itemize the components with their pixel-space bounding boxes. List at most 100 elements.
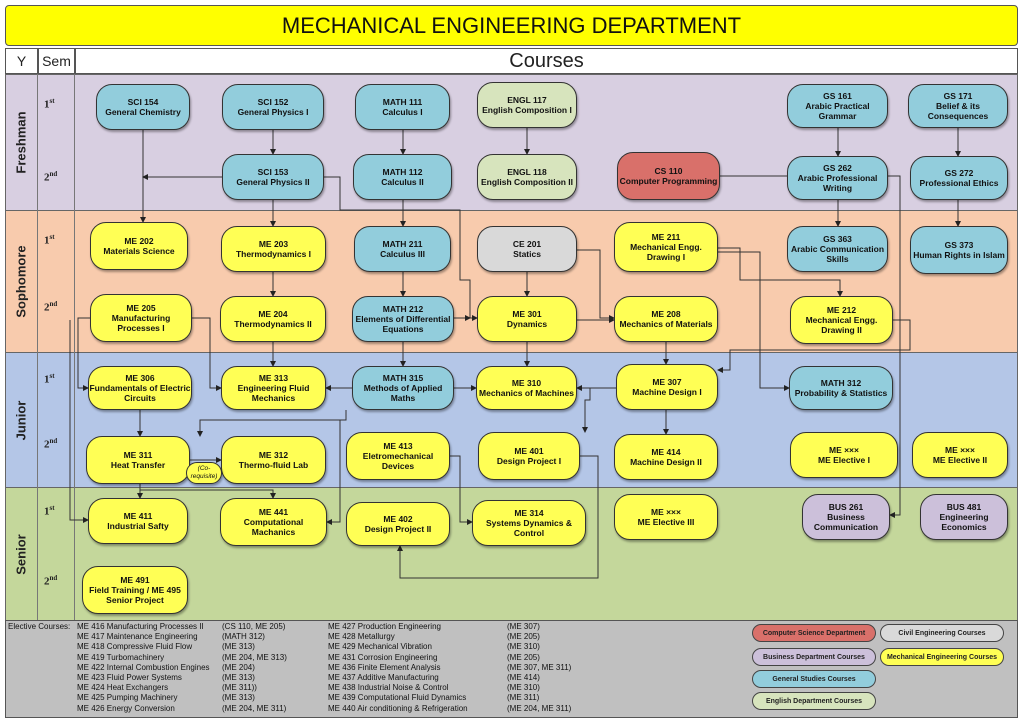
course-code: GS 161 <box>823 90 852 101</box>
elective-course: ME 416 Manufacturing Processes II <box>77 622 204 631</box>
semester-suffix: nd <box>49 574 58 582</box>
elective-prerequisite: (ME 414) <box>507 673 540 682</box>
course-code: ME ××× <box>944 444 975 455</box>
course-code: ME ××× <box>828 444 859 455</box>
course-code: GS 363 <box>823 233 852 244</box>
elective-course: ME 428 Metallurgy <box>328 632 395 642</box>
course-code: SCI 154 <box>127 96 159 107</box>
course-code: ME 314 <box>514 507 544 518</box>
arrow <box>140 489 276 499</box>
course-name: ME Elective II <box>932 455 988 465</box>
elective-prerequisite: (ME 307, ME 311) <box>507 662 572 672</box>
year-label: Sophomore <box>5 210 38 353</box>
arrow <box>450 455 473 525</box>
course-name: Arabic Communication Skills <box>790 243 885 265</box>
elective-prerequisite: (MATH 312) <box>222 632 265 642</box>
course-name: Arabic Professional Writing <box>797 172 878 194</box>
course-name: Systems Dynamics & Control <box>486 517 572 539</box>
course-code: ME 208 <box>651 308 681 319</box>
semester-suffix: nd <box>49 300 58 308</box>
semester-number: 2 <box>44 575 50 588</box>
course-node[interactable]: ME ×××ME Elective III <box>614 494 718 540</box>
elective-course: ME 437 Additive Manufacturing <box>328 673 439 682</box>
semester-number: 2 <box>44 438 50 451</box>
legend-item: Business Department Courses <box>752 648 876 666</box>
course-code: ENGL 118 <box>507 166 547 177</box>
legend-item: General Studies Courses <box>752 670 876 688</box>
course-name: ME Elective I <box>818 455 870 465</box>
course-name: Materials Science <box>103 246 175 256</box>
semester-column-header: Sem <box>38 48 75 74</box>
elective-prerequisite: (ME 307) <box>507 622 540 631</box>
course-name: Calculus II <box>381 177 424 187</box>
course-name: Design Project II <box>364 524 432 534</box>
elective-course: ME 426 Energy Conversion <box>77 703 175 713</box>
course-code: ME 203 <box>258 238 289 249</box>
course-code: ENGL 117 <box>507 94 547 105</box>
year-label: Senior <box>5 487 38 621</box>
course-name: English Composition II <box>480 177 574 187</box>
course-code: ME 311 <box>123 449 153 460</box>
semester-label: 2nd <box>44 437 70 451</box>
course-name: Calculus III <box>380 249 425 259</box>
semester-number: 1 <box>44 373 50 386</box>
course-code: MATH 111 <box>382 96 423 107</box>
arrow <box>397 455 599 579</box>
semester-number: 2 <box>44 171 50 184</box>
course-name: Thermo-fluid Lab <box>238 460 309 470</box>
course-node[interactable]: ME ×××ME Elective II <box>912 432 1008 478</box>
legend-item: Civil Engineering Courses <box>880 624 1004 642</box>
electives-label: Elective Courses: <box>8 622 71 631</box>
course-node[interactable]: ME ×××ME Elective I <box>790 432 898 478</box>
course-name: Arabic Practical Grammar <box>805 100 870 122</box>
arrow <box>577 249 615 321</box>
corequisite-badge: (Co-requisite) <box>186 462 222 484</box>
arrow <box>77 317 90 391</box>
course-name: Methods of Applied Maths <box>363 382 443 404</box>
elective-course: ME 438 Industrial Noise & Control <box>328 683 449 693</box>
